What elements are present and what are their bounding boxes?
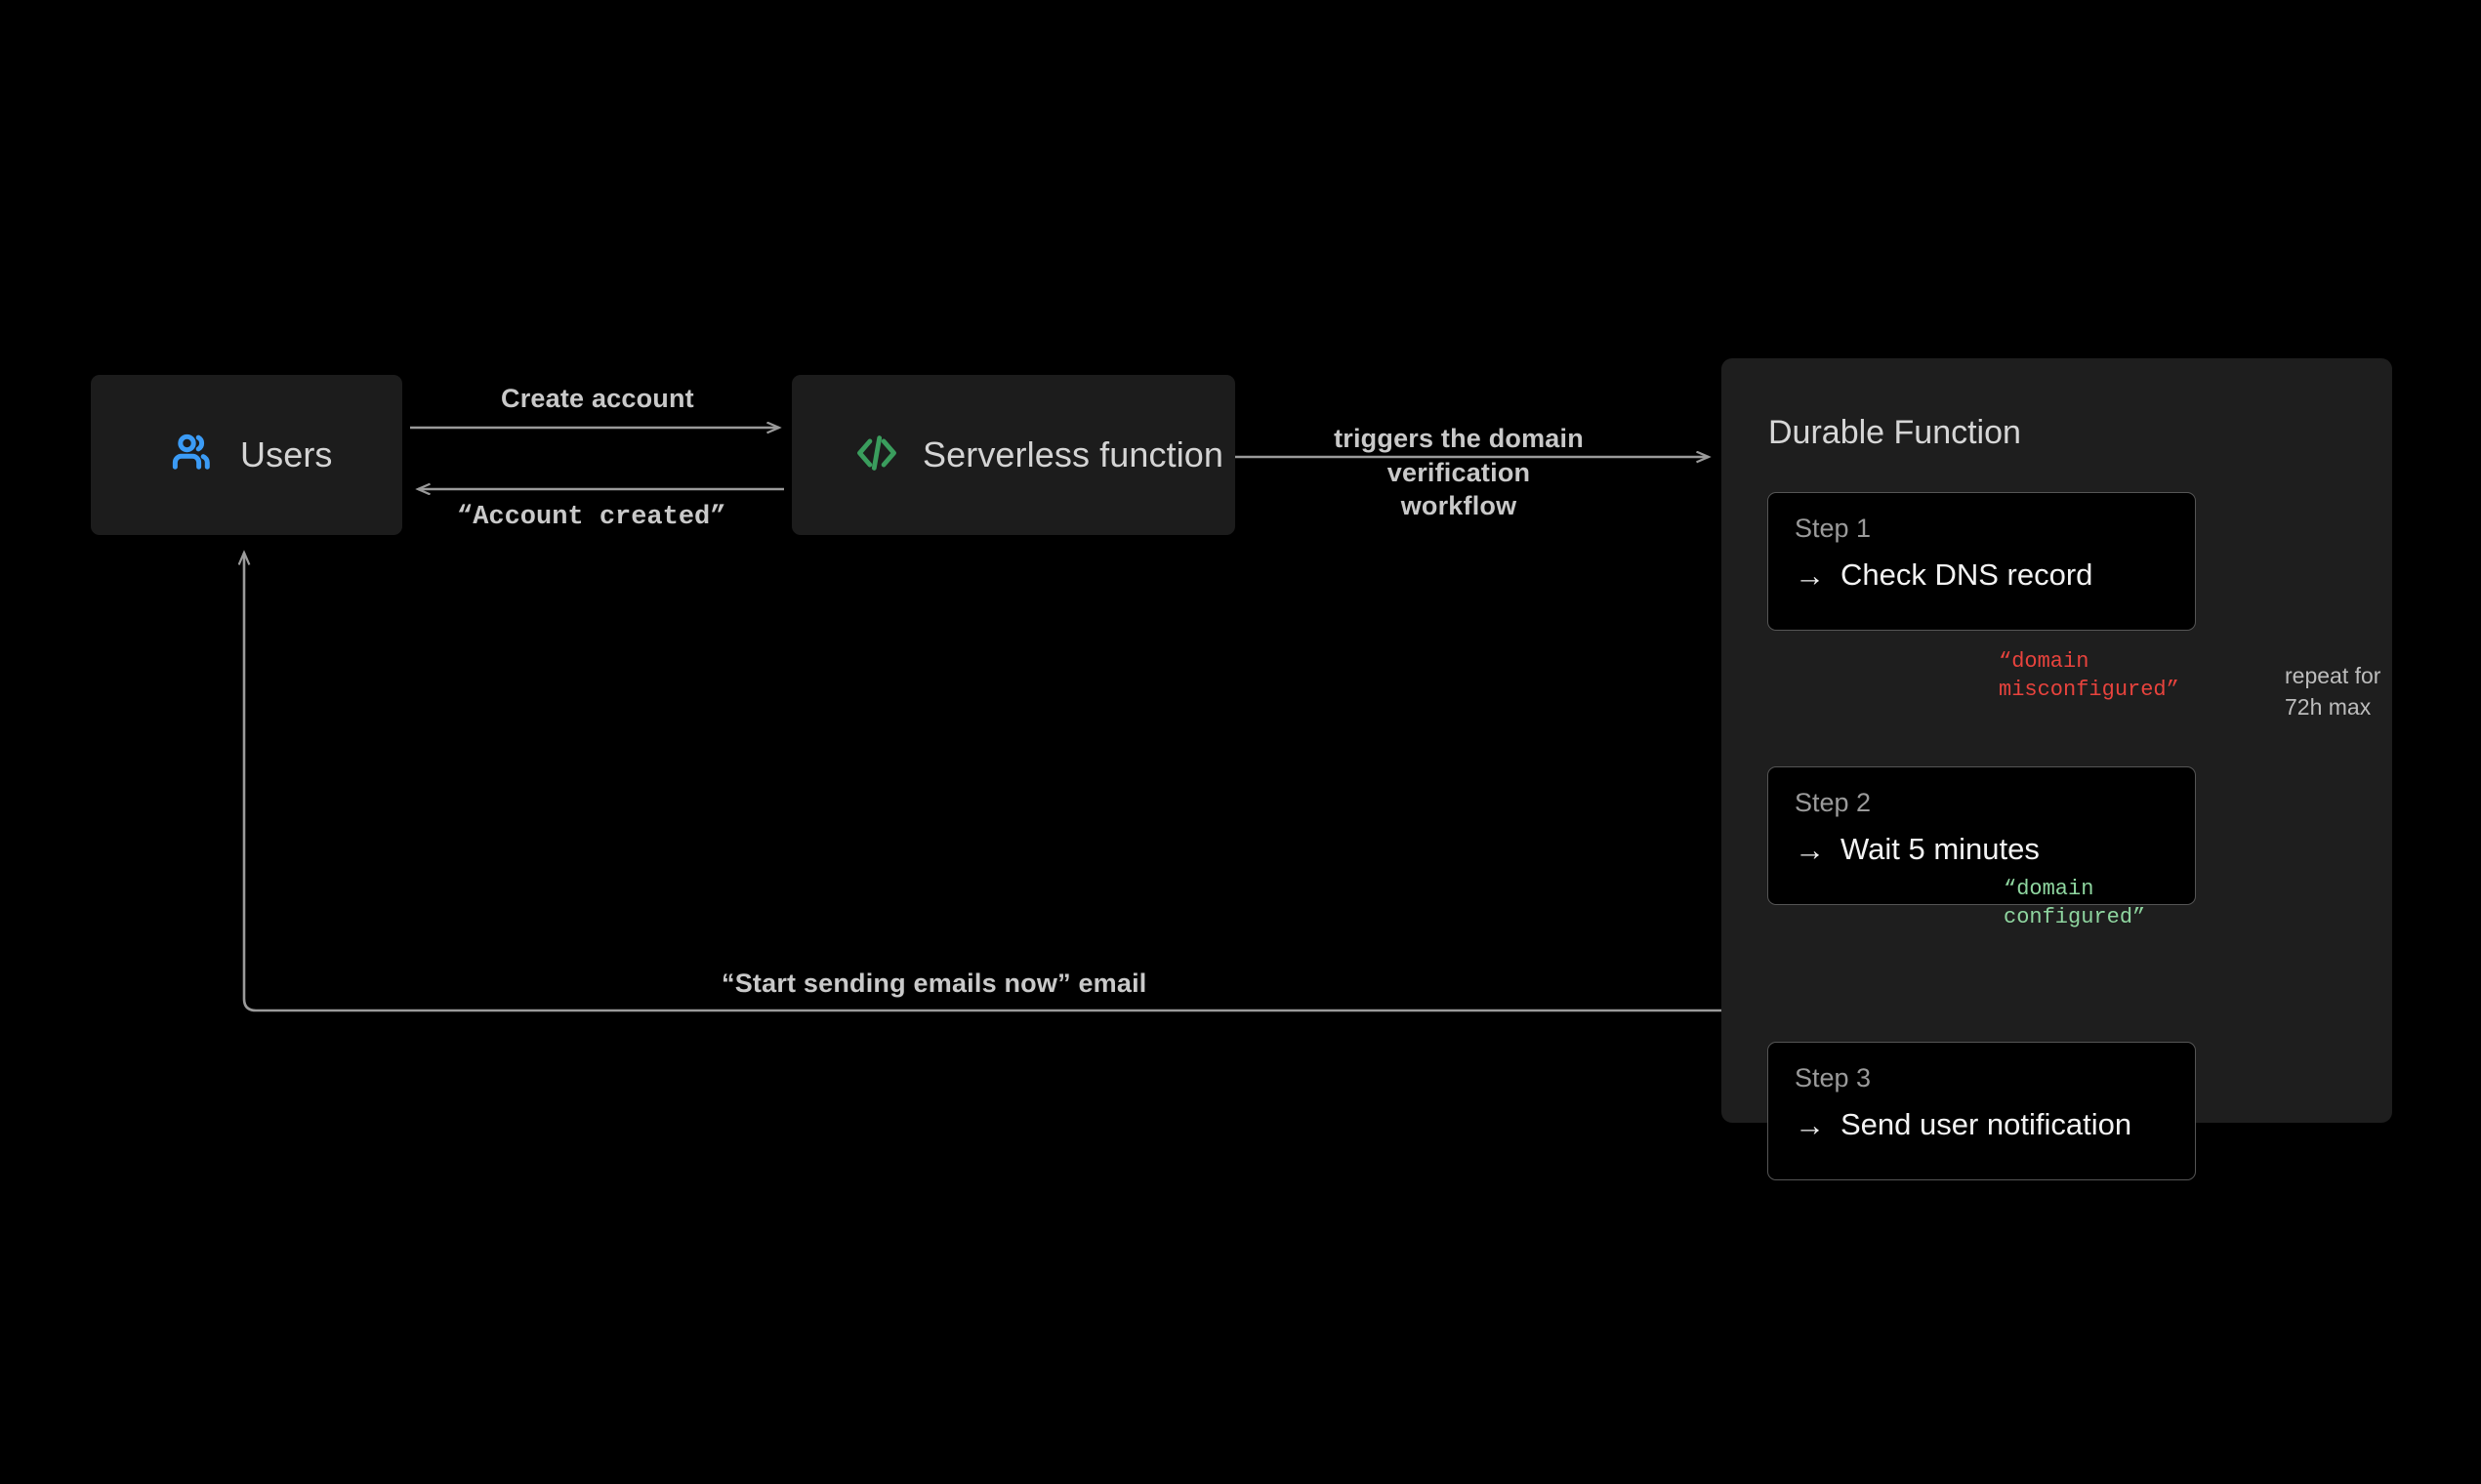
durable-function-panel[interactable]: Durable Function Step 1 → Check DNS reco… bbox=[1721, 358, 2392, 1180]
arrow-right-icon: → bbox=[1795, 832, 1825, 867]
durable-function-title: Durable Function bbox=[1768, 414, 2021, 451]
step-card-2[interactable]: Step 2 → Wait 5 minutes bbox=[1767, 766, 2196, 905]
edge-label-repeat-loop: repeat for 72h max bbox=[2285, 663, 2381, 720]
step-card-1[interactable]: Step 1 → Check DNS record bbox=[1767, 492, 2196, 631]
node-users-label: Users bbox=[240, 434, 333, 474]
edge-label-domain-misconfigured: “domain misconfigured” bbox=[1999, 649, 2179, 703]
edge-label-triggers-workflow-line2: verification workflow bbox=[1386, 457, 1531, 521]
step-2-eyebrow: Step 2 bbox=[1795, 788, 1872, 817]
node-users[interactable]: Users bbox=[91, 375, 402, 535]
step-card-3[interactable]: Step 3 → Send user notification bbox=[1767, 1042, 2196, 1180]
step-3-eyebrow: Step 3 bbox=[1795, 1063, 1872, 1092]
step-3-body: → Send user notification bbox=[1795, 1107, 2131, 1142]
node-users-content: Users bbox=[91, 428, 333, 483]
edge-label-triggers-workflow: triggers the domain verification workflo… bbox=[1327, 422, 1591, 523]
step-1-body: → Check DNS record bbox=[1795, 557, 2092, 593]
arrow-right-icon: → bbox=[1795, 557, 1825, 593]
arrow-right-icon: → bbox=[1795, 1107, 1825, 1142]
edge-label-start-sending-emails: “Start sending emails now” email bbox=[722, 969, 1147, 998]
edge-label-domain-configured: “domain configured” bbox=[2004, 877, 2146, 930]
step-2-text: Wait 5 minutes bbox=[1840, 832, 2040, 866]
edge-label-create-account: Create account bbox=[501, 384, 694, 413]
node-serverless-content: Serverless function bbox=[792, 429, 1223, 482]
step-2-body: → Wait 5 minutes bbox=[1795, 832, 2040, 867]
edge-label-account-created: “Account created” bbox=[457, 503, 726, 532]
code-brackets-icon bbox=[852, 429, 901, 482]
step-1-eyebrow: Step 1 bbox=[1795, 514, 1872, 543]
node-serverless-function[interactable]: Serverless function bbox=[792, 375, 1235, 535]
edge-label-triggers-workflow-line1: triggers the domain bbox=[1334, 424, 1584, 453]
step-3-text: Send user notification bbox=[1840, 1107, 2132, 1141]
users-icon bbox=[168, 428, 219, 483]
node-serverless-label: Serverless function bbox=[923, 434, 1224, 474]
edge-start-sending-emails bbox=[244, 553, 1765, 1012]
step-1-text: Check DNS record bbox=[1840, 557, 2093, 592]
